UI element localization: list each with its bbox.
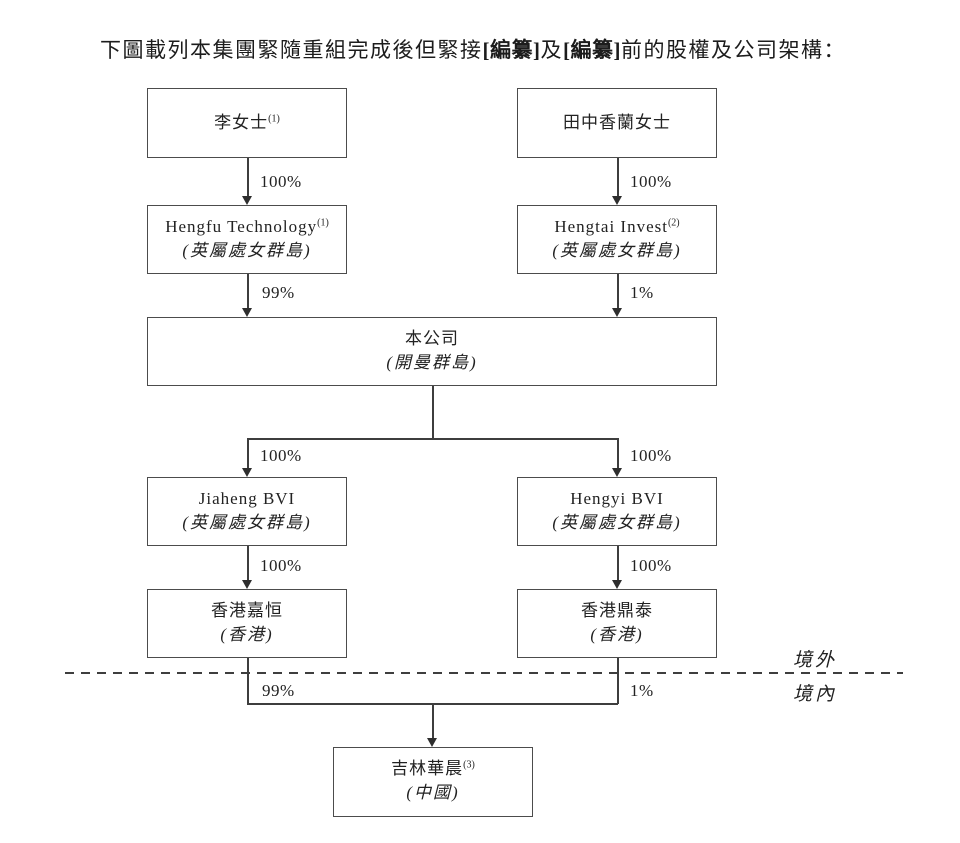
node-hk-jiaheng-label: 香港嘉恒 [211,600,283,620]
node-hengtai-invest: Hengtai Invest(2) (英屬處女群島) [517,205,717,274]
connector-hengyi-hk [617,546,619,582]
node-hengfu-footnote: (1) [317,217,329,229]
ownership-label-li-hengfu: 100% [260,172,302,191]
caption-redacted-2: [編纂] [563,38,621,62]
node-ms-tanaka-label: 田中香蘭女士 [563,112,671,132]
node-hengfu-technology: Hengfu Technology(1) (英屬處女群島) [147,205,347,274]
ownership-label-company-jiaheng: 100% [260,446,302,465]
ownership-label-hengtai-company: 1% [630,283,654,302]
ownership-label-company-hengyi: 100% [630,446,672,465]
node-hengyi-bvi: Hengyi BVI (英屬處女群島) [517,477,717,546]
ownership-label-hk-jiaheng-jilin: 99% [262,681,295,700]
caption-text: 下圖載列本集團緊隨重組完成後但緊接 [100,38,483,62]
offshore-onshore-divider [65,672,903,674]
node-jilin-label: 吉林華晨 [391,759,464,779]
node-jiaheng-name: Jiaheng BVI [199,488,295,511]
arrowhead-hengtai-company [612,308,622,317]
node-jiaheng-bvi: Jiaheng BVI (英屬處女群島) [147,477,347,546]
connector-company-hengyi [617,438,619,470]
node-hk-dingtai-jurisdiction: (香港) [590,624,644,644]
node-hk-dingtai: 香港鼎泰 (香港) [517,589,717,658]
node-company-jurisdiction: (開曼群島) [386,352,478,372]
node-company-name: 本公司 [405,328,459,351]
diagram-caption: 下圖載列本集團緊隨重組完成後但緊接[編纂]及[編纂]前的股權及公司架構： [100,34,950,64]
node-hk-jiaheng: 香港嘉恒 (香港) [147,589,347,658]
caption-text-end: 前的股權及公司架構： [621,38,846,62]
node-ms-tanaka-name: 田中香蘭女士 [563,112,671,135]
node-ms-li: 李女士(1) [147,88,347,158]
connector-company-branch [247,438,618,440]
node-ms-li-name: 李女士(1) [214,112,280,135]
connector-company-stem [432,386,434,438]
connector-jilin-stem [432,703,434,740]
ownership-label-jiaheng-hk: 100% [260,556,302,575]
arrowhead-hengfu-company [242,308,252,317]
ownership-label-hk-dingtai-jilin: 1% [630,681,654,700]
region-label-offshore: 境外 [793,650,838,671]
node-company: 本公司 (開曼群島) [147,317,717,386]
connector-li-hengfu [247,158,249,197]
arrowhead-jiaheng-hk [242,580,252,589]
node-hengtai-label: Hengtai Invest [554,216,668,236]
node-jilin-huachen: 吉林華晨(3) (中國) [333,747,533,817]
caption-text-mid: 及 [540,38,563,62]
node-ms-li-label: 李女士 [214,112,269,132]
node-hengtai-jurisdiction: (英屬處女群島) [552,240,682,260]
ownership-label-hengyi-hk: 100% [630,556,672,575]
node-jilin-footnote: (3) [463,759,475,771]
connector-jiaheng-hk [247,546,249,582]
ownership-label-tanaka-hengtai: 100% [630,172,672,191]
node-hk-jiaheng-name: 香港嘉恒 [211,600,283,623]
arrowhead-li-hengfu [242,196,252,205]
node-hengtai-name: Hengtai Invest(2) [554,216,679,239]
node-ms-tanaka: 田中香蘭女士 [517,88,717,158]
connector-tanaka-hengtai [617,158,619,197]
ownership-label-hengfu-company: 99% [262,283,295,302]
node-hk-jiaheng-jurisdiction: (香港) [220,624,274,644]
node-jilin-name: 吉林華晨(3) [391,758,475,781]
arrowhead-hengyi-hk [612,580,622,589]
node-hengyi-label: Hengyi BVI [570,488,664,508]
node-hk-dingtai-name: 香港鼎泰 [581,600,653,623]
caption-redacted-1: [編纂] [482,38,541,62]
node-hengyi-name: Hengyi BVI [570,488,664,511]
arrowhead-company-hengyi [612,468,622,477]
node-jiaheng-jurisdiction: (英屬處女群島) [182,512,312,532]
arrowhead-tanaka-hengtai [612,196,622,205]
arrowhead-company-jiaheng [242,468,252,477]
arrowhead-jilin [427,738,437,747]
connector-hengtai-company [617,274,619,309]
region-label-onshore: 境內 [793,684,838,705]
node-hengfu-label: Hengfu Technology [165,216,318,236]
connector-hk-dingtai-down [617,658,619,704]
connector-hk-jiaheng-down [247,658,249,704]
node-company-label: 本公司 [405,328,459,348]
connector-company-jiaheng [247,438,249,470]
node-jiaheng-label: Jiaheng BVI [198,488,296,508]
node-hk-dingtai-label: 香港鼎泰 [581,600,653,620]
node-hengyi-jurisdiction: (英屬處女群島) [552,512,682,532]
connector-hengfu-company [247,274,249,309]
node-ms-li-footnote: (1) [268,112,280,124]
node-jilin-jurisdiction: (中國) [406,783,460,803]
node-hengfu-jurisdiction: (英屬處女群島) [182,240,312,260]
node-hengtai-footnote: (2) [667,217,680,229]
node-hengfu-name: Hengfu Technology(1) [165,216,329,239]
